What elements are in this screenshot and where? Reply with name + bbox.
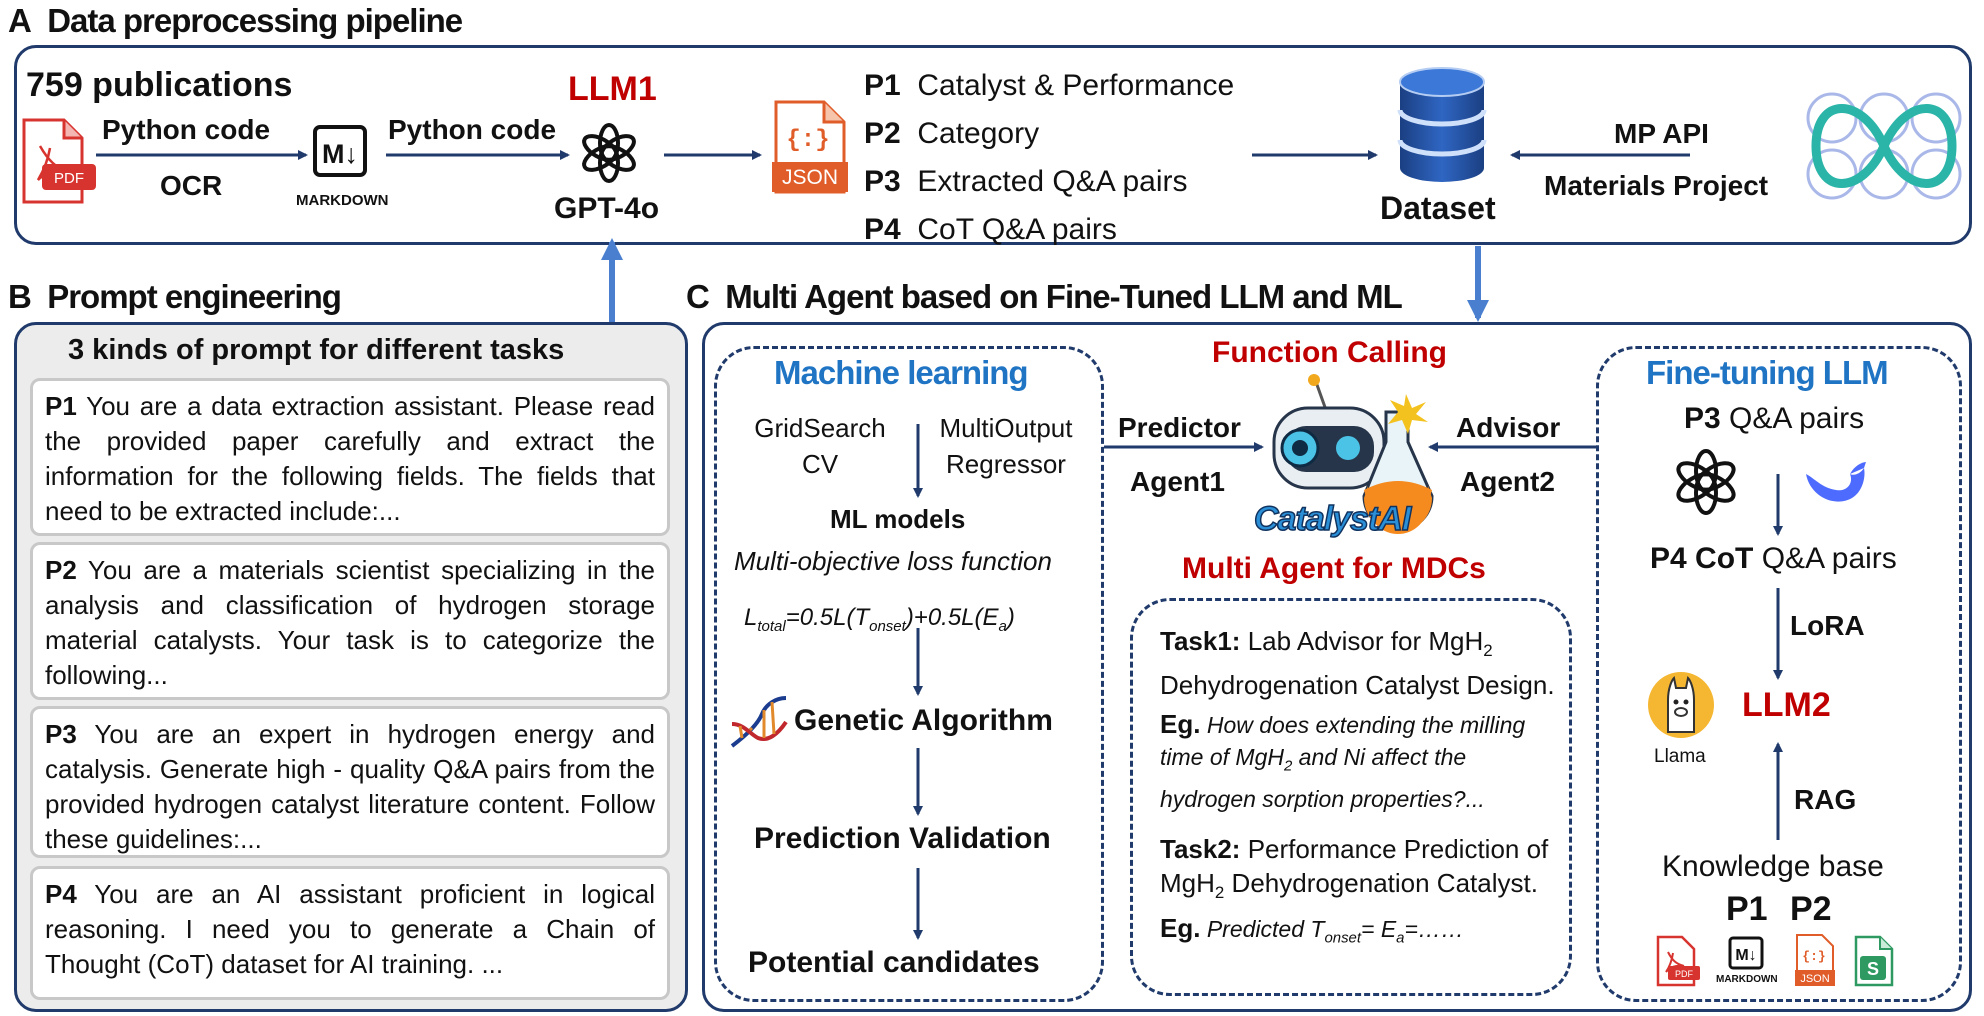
rag-label: RAG [1794,784,1857,815]
ft-p4-label: P4 CoT Q&A pairs [1650,542,1897,575]
ml-models-label: ML models [830,504,966,534]
output-item: P3 Extracted Q&A pairs [864,165,1188,198]
kb-json-icon: {:} JSON [1794,932,1836,988]
llama-icon [1646,670,1716,740]
catalystai-logo-text: CatalystAI [1253,499,1412,539]
kb-p1-label: P1 [1726,890,1768,928]
markdown-label: MARKDOWN [296,192,389,209]
dataset-label: Dataset [1380,190,1496,226]
loss-function-label: Multi-objective loss function [734,546,1052,576]
materials-project-label: Materials Project [1544,170,1769,201]
svg-text:S: S [1867,959,1879,979]
prompt-card-p1: P1 You are a data extraction assistant. … [30,378,670,536]
gpt-4o-label: GPT-4o [554,192,660,225]
prompt-box-title: 3 kinds of prompt for different tasks [68,334,565,366]
task1-label: Task1: [1160,626,1241,656]
multi-agent-mdcs-label: Multi Agent for MDCs [1182,552,1486,585]
kb-p2-label: P2 [1790,890,1832,928]
task2-text: Performance Prediction of MgH2 Dehydroge… [1160,834,1549,903]
output-item: P1 Catalyst & Performance [864,69,1235,102]
multioutput-label: MultiOutput Regressor [939,413,1073,479]
output-list: P1 Catalyst & Performance P2 Category P3… [864,62,1234,254]
agent2-label: Agent2 [1460,466,1555,497]
svg-text:{:}: {:} [786,127,829,154]
advisor-label: Advisor [1456,412,1561,443]
database-icon [1394,64,1490,188]
svg-text:M↓: M↓ [322,139,358,169]
task2-block: Task2: Performance Prediction of MgH2 De… [1160,832,1560,955]
genetic-algorithm-label: Genetic Algorithm [794,704,1053,737]
prompt-card-p3: P3 You are an expert in hydrogen energy … [30,706,670,858]
eg-label-1: Eg. [1160,709,1201,740]
gridsearch-label: GridSearch CV [754,413,886,479]
finetune-box [1596,346,1962,1002]
loss-formula: Ltotal=0.5L(Tonset)+0.5L(Ea) [744,604,1015,635]
predictor-label: Predictor [1118,412,1241,443]
output-item: P2 Category [864,117,1040,150]
output-item: P4 CoT Q&A pairs [864,213,1117,246]
task1-text: Lab Advisor for MgH2 Dehydrogenation Cat… [1160,626,1555,701]
svg-text:{:}: {:} [1802,949,1825,964]
section-a-title: A Data preprocessing pipeline [8,2,463,39]
llama-label: Llama [1654,746,1706,767]
kb-markdown-label: MARKDOWN [1716,974,1778,985]
materials-project-logo [1802,86,1966,206]
svg-text:PDF: PDF [54,170,84,187]
markdown-icon: M↓ [312,124,368,178]
task2-example: Predicted Tonset= Ea=…… [1206,916,1464,947]
ml-title: Machine learning [774,354,1029,391]
knowledge-base-label: Knowledge base [1662,850,1884,883]
section-b-title: B Prompt engineering [8,278,342,315]
svg-text:M↓: M↓ [1735,947,1756,964]
ft-p3-label: P3 Q&A pairs [1684,402,1865,435]
agent1-label: Agent1 [1130,466,1225,497]
multi-agent-panel [702,322,1972,1012]
prediction-validation-label: Prediction Validation [754,822,1051,855]
llm1-label: LLM1 [568,70,657,108]
kb-sheet-icon: S [1852,934,1896,988]
openai-icon-ft [1672,448,1740,516]
svg-text:PDF: PDF [1675,969,1694,979]
function-calling-label: Function Calling [1212,336,1447,369]
section-c-title: C Multi Agent based on Fine-Tuned LLM an… [686,278,1403,315]
task2-label: Task2: [1160,834,1241,864]
lora-label: LoRA [1790,610,1865,641]
kb-markdown-icon: M↓ [1728,936,1764,970]
catalystai-robot-icon [1256,372,1446,542]
pipeline-panel [14,45,1972,245]
publications-count: 759 publications [26,66,293,104]
ml-box [714,346,1104,1002]
tasks-box [1130,598,1572,996]
finetune-title: Fine-tuning LLM [1646,354,1889,391]
task1-block: Task1: Lab Advisor for MgH2 Dehydrogenat… [1160,624,1560,815]
ocr-label: OCR [160,170,223,201]
deepseek-whale-icon [1800,448,1870,512]
prompt-card-p2: P2 You are a materials scientist special… [30,542,670,700]
llm2-label: LLM2 [1742,686,1831,724]
python-code-label-1: Python code [102,114,271,145]
eg-label-2: Eg. [1160,913,1201,944]
kb-pdf-icon: PDF [1654,934,1700,988]
openai-icon [578,122,640,184]
svg-text:JSON: JSON [782,166,838,189]
python-code-label-2: Python code [388,114,557,145]
task1-example: How does extending the milling time of M… [1160,712,1526,812]
potential-candidates-label: Potential candidates [748,946,1040,979]
prompt-card-p4: P4 You are an AI assistant proficient in… [30,866,670,1000]
svg-text:JSON: JSON [1800,973,1829,985]
json-icon: {:} JSON [770,98,850,196]
dna-icon [728,694,790,752]
pdf-icon: PDF [18,116,96,206]
mp-api-label: MP API [1614,118,1709,149]
